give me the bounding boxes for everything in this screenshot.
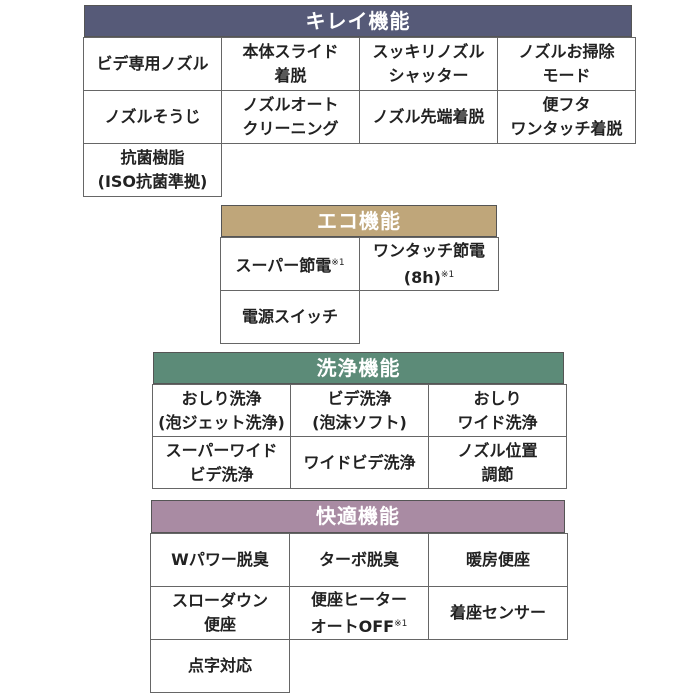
feature-cell: ノズルオート クリーニング [221,90,360,144]
feature-cell: スローダウン 便座 [150,586,290,640]
feature-cell: 暖房便座 [428,533,568,587]
kirei-section: キレイ機能 ビデ専用ノズル 本体スライド 着脱 スッキリノズル シャッター ノズ… [83,5,636,197]
feature-cell: 便座ヒーター オートOFF※1 [289,586,429,640]
feature-label: スーパー節電 [235,255,332,275]
feature-cell: おしり洗浄 (泡ジェット洗浄) [152,384,291,437]
footnote-mark: ※1 [440,269,455,280]
feature-cell: 本体スライド 着脱 [221,37,360,91]
feature-cell: ビデ専用ノズル [83,37,222,91]
eco-section: エコ機能 スーパー節電※1 ワンタッチ節電 (8h)※1 電源スイッチ [220,205,499,344]
feature-cell: 電源スイッチ [220,290,360,344]
feature-cell: 点字対応 [150,639,290,693]
feature-cell: Wパワー脱臭 [150,533,290,587]
kaiteki-grid: Wパワー脱臭 ターボ脱臭 暖房便座 スローダウン 便座 便座ヒーター オートOF… [150,533,568,693]
feature-cell: スーパー節電※1 [220,237,360,291]
feature-cell: ビデ洗浄 (泡沫ソフト) [290,384,429,437]
feature-label: ワンタッチ節電 (8h) [372,240,485,287]
eco-header: エコ機能 [221,205,497,237]
kaiteki-header: 快適機能 [151,500,565,533]
kirei-header: キレイ機能 [84,5,632,37]
feature-cell: 便フタ ワンタッチ着脱 [497,90,636,144]
feature-cell: おしり ワイド洗浄 [428,384,567,437]
feature-cell: ターボ脱臭 [289,533,429,587]
feature-cell: 着座センサー [428,586,568,640]
feature-cell: ワンタッチ節電 (8h)※1 [359,237,499,291]
kirei-grid: ビデ専用ノズル 本体スライド 着脱 スッキリノズル シャッター ノズルお掃除 モ… [83,37,636,197]
feature-cell: ノズル先端着脱 [359,90,498,144]
eco-grid: スーパー節電※1 ワンタッチ節電 (8h)※1 電源スイッチ [220,237,499,344]
feature-cell: スーパーワイド ビデ洗浄 [152,436,291,489]
footnote-mark: ※1 [394,618,408,629]
footnote-mark: ※1 [331,257,345,268]
senjo-grid: おしり洗浄 (泡ジェット洗浄) ビデ洗浄 (泡沫ソフト) おしり ワイド洗浄 ス… [152,384,567,489]
feature-cell: ノズルそうじ [83,90,222,144]
feature-cell: ワイドビデ洗浄 [290,436,429,489]
feature-cell: スッキリノズル シャッター [359,37,498,91]
feature-cell: 抗菌樹脂 (ISO抗菌準拠) [83,143,222,197]
feature-cell: ノズル位置 調節 [428,436,567,489]
feature-cell: ノズルお掃除 モード [497,37,636,91]
senjo-section: 洗浄機能 おしり洗浄 (泡ジェット洗浄) ビデ洗浄 (泡沫ソフト) おしり ワイ… [152,352,567,489]
senjo-header: 洗浄機能 [153,352,564,384]
kaiteki-section: 快適機能 Wパワー脱臭 ターボ脱臭 暖房便座 スローダウン 便座 便座ヒーター … [150,500,568,693]
feature-label: 便座ヒーター オートOFF [310,589,407,636]
